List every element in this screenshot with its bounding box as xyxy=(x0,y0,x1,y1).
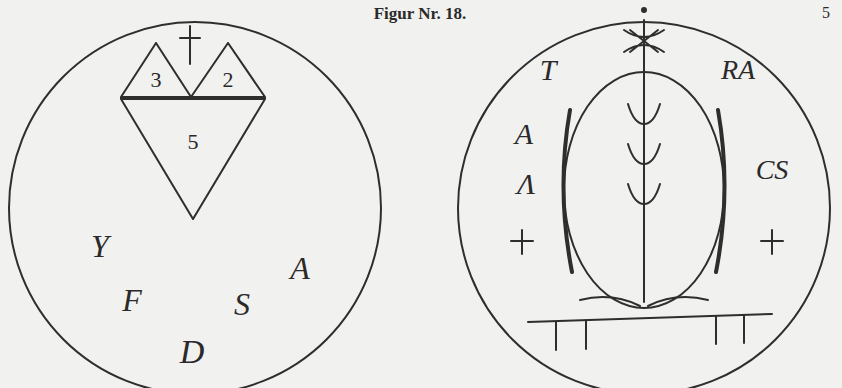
triangle-number: 5 xyxy=(188,131,199,153)
cross-symbol xyxy=(624,30,664,52)
flourish xyxy=(648,297,708,306)
sigil-letter: D xyxy=(180,335,205,369)
sigil-letter: F xyxy=(122,284,142,316)
triangle-number: 3 xyxy=(151,69,162,91)
triangle-number: 2 xyxy=(223,69,234,91)
outer-circle xyxy=(9,22,381,388)
sigil-letter: S xyxy=(234,288,250,320)
sigil-letter: Y xyxy=(91,230,109,262)
triangle-shape: 2 xyxy=(190,42,266,98)
leg-line xyxy=(715,316,717,344)
triangle-shape: 3 xyxy=(120,42,192,98)
dot-symbol xyxy=(642,8,646,12)
cross-symbol xyxy=(189,26,191,64)
inner-arc xyxy=(716,110,725,272)
cross-symbol xyxy=(761,240,783,242)
flourish xyxy=(580,297,640,306)
sigil-letter: A xyxy=(515,119,533,149)
axis-line xyxy=(643,20,645,302)
figure-title: Figur Nr. 18. xyxy=(374,5,467,22)
sigil-letter: A xyxy=(290,252,310,284)
hook-symbol xyxy=(628,184,660,204)
triangle-shape: 5 xyxy=(120,98,266,220)
hook-symbol xyxy=(628,104,660,124)
oval-symbol xyxy=(564,72,724,308)
hook-symbol xyxy=(628,144,660,164)
base-line xyxy=(528,314,772,322)
sigil-letter: CS xyxy=(756,156,789,184)
leg-line xyxy=(555,322,557,350)
leg-line xyxy=(585,321,587,349)
sigil-letter: T xyxy=(540,55,557,85)
triangle-outline xyxy=(120,98,266,220)
inner-arc xyxy=(563,110,572,272)
cross-symbol xyxy=(511,240,533,242)
sigil-letter: Λ xyxy=(517,169,535,199)
leg-line xyxy=(743,315,745,343)
sigil-letter: RA xyxy=(721,56,755,84)
cross-symbol xyxy=(180,37,200,39)
page-number: 5 xyxy=(822,5,830,21)
